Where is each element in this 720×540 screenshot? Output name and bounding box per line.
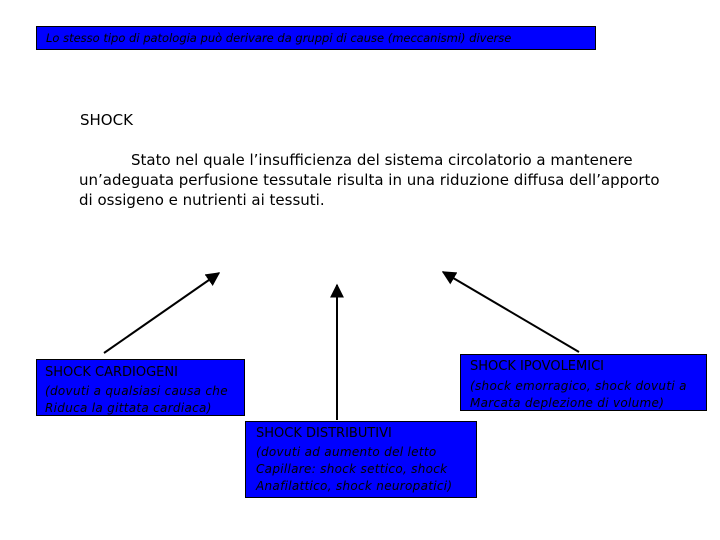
heading-shock: SHOCK xyxy=(80,111,133,129)
box-title: SHOCK DISTRIBUTIVI xyxy=(256,426,392,441)
arrow-cardiogeni xyxy=(103,272,221,354)
box-shock-ipovolemici: SHOCK IPOVOLEMICI (shock emorragico, sho… xyxy=(460,354,707,411)
box-title: SHOCK CARDIOGENI xyxy=(45,365,178,380)
box-description: (dovuti ad aumento del letto Capillare: … xyxy=(256,445,453,493)
box-shock-cardiogeni: SHOCK CARDIOGENI (dovuti a qualsiasi cau… xyxy=(36,359,245,416)
box-description: (dovuti a qualsiasi causa che Riduca la … xyxy=(45,384,228,415)
shock-definition: Stato nel quale l’insufficienza del sist… xyxy=(79,151,660,209)
banner: Lo stesso tipo di patologia può derivare… xyxy=(36,26,596,50)
box-shock-distributivi: SHOCK DISTRIBUTIVI (dovuti ad aumento de… xyxy=(245,421,477,498)
box-description: (shock emorragico, shock dovuti a Marcat… xyxy=(470,379,687,410)
arrow-ipovolemici xyxy=(441,271,580,353)
box-title: SHOCK IPOVOLEMICI xyxy=(470,359,604,374)
